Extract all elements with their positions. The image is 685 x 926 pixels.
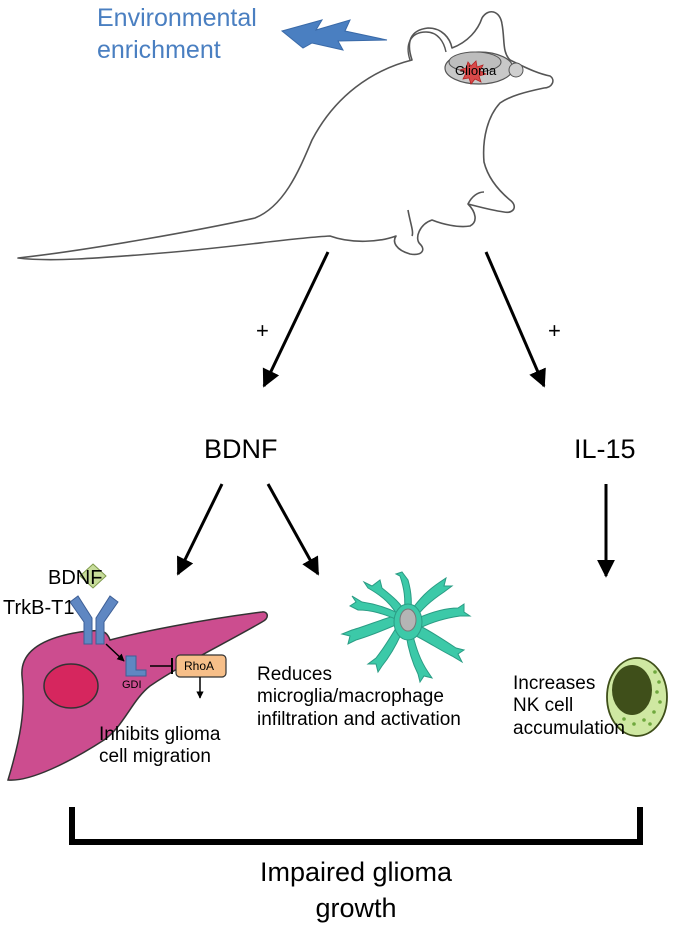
bdnf-label: BDNF: [204, 434, 278, 464]
microglia-effect-text: Reduces microglia/macrophage infiltratio…: [257, 664, 461, 730]
arrow-receptor-to-gdi: [105, 643, 125, 662]
mouse-outline: [17, 11, 554, 261]
arrow-to-il15: [484, 251, 546, 388]
arrow-to-bdnf: [262, 251, 330, 388]
nk-effect-text: Increases NK cell accumulation: [513, 673, 625, 739]
outcome-text: Impaired glioma growth: [259, 857, 453, 923]
outcome-bracket: [69, 807, 643, 845]
nk-cell-nucleus: [612, 665, 652, 715]
trkb-t1-label: TrkB-T1: [3, 597, 75, 619]
microglia-nucleus: [399, 608, 417, 632]
gdi-icon: [125, 655, 147, 677]
bdnf-ligand-icon: [79, 563, 107, 589]
rhoa-label: RhoA: [184, 659, 215, 673]
tumor-star-icon: [458, 60, 488, 85]
glioma-nucleus: [43, 663, 99, 709]
bdnf-ligand-label: BDNF: [48, 567, 103, 589]
environmental-enrichment-label: Environmental enrichment: [97, 4, 257, 64]
cerebellum: [508, 62, 524, 78]
arrow-bdnf-to-cell: [176, 483, 224, 576]
trkb-receptor-icon: [69, 595, 119, 645]
gdi-label: GDI: [122, 679, 142, 691]
il15-label: IL-15: [574, 434, 636, 464]
glioma-cell: [7, 611, 268, 781]
plus-left: +: [256, 318, 269, 343]
plus-right: +: [548, 318, 561, 343]
arrow-bdnf-to-microglia: [266, 483, 320, 576]
cell-effect-text: Inhibits glioma cell migration: [99, 724, 221, 768]
lightning-icon: [280, 19, 388, 51]
glioma-tumor-label: Glioma: [455, 63, 497, 78]
nk-granules: [622, 670, 662, 726]
rhoa-box: [175, 654, 227, 678]
mouse-ear: [407, 31, 447, 61]
